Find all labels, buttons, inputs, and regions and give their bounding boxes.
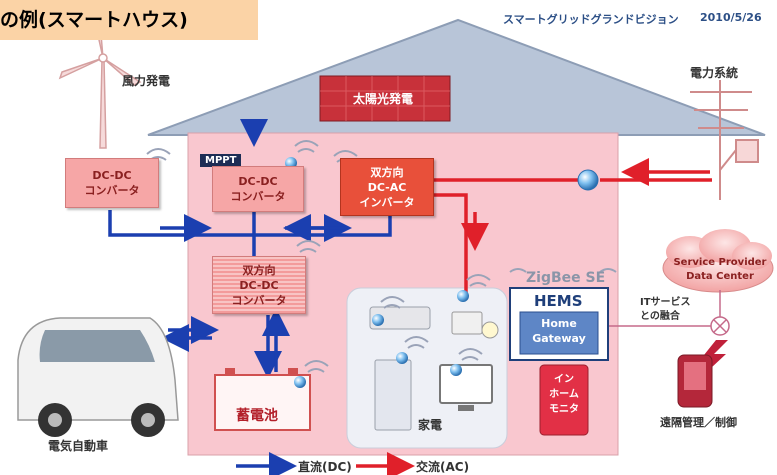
service-line2: Data Center [686, 271, 754, 282]
header-date: 2010/5/26 [700, 11, 762, 24]
monitor-device [539, 364, 589, 436]
bidirectional-inverter: 双方向 DC-AC インバータ [340, 158, 434, 216]
dcdc-converter-solar: DC-DC コンバータ [212, 166, 304, 212]
remote-control-label: 遠隔管理／制御 [660, 416, 737, 429]
dcdc-converter-wind: DC-DC コンバータ [65, 158, 159, 208]
it-service-label: ITサービス との融合 [640, 296, 691, 324]
home-gateway [519, 311, 599, 355]
it-line2: との融合 [640, 311, 680, 322]
service-provider-label: Service Provider Data Center [668, 256, 772, 284]
battery-icon [214, 374, 311, 431]
light-bulb-icon [481, 321, 499, 339]
service-line1: Service Provider [673, 257, 767, 268]
dcdc-solar-line2: コンバータ [230, 190, 286, 203]
gateway-label: Home Gateway [520, 316, 598, 346]
it-line1: ITサービス [640, 297, 691, 308]
monitor-label: イン ホーム モニタ [540, 372, 588, 417]
refrigerator-icon [374, 359, 412, 431]
bidc-line2: DC-DC [239, 278, 279, 292]
solar-label: 太陽光発電 [353, 92, 414, 106]
solar-panel [319, 75, 451, 122]
dcdc-wind-line1: DC-DC [92, 169, 132, 182]
grid-connection-node [577, 169, 599, 191]
legend-dc-label: 直流(DC) [298, 460, 352, 474]
tv-icon [439, 364, 493, 404]
appliances-label: 家電 [418, 418, 443, 432]
electric-car-icon [17, 317, 179, 437]
wind-label: 風力発電 [122, 74, 171, 88]
dcdc-wind-line2: コンバータ [84, 184, 140, 197]
dcdc-solar-line1: DC-DC [238, 175, 278, 188]
bidc-line3: コンバータ [231, 293, 287, 307]
utility-pole-icon [690, 80, 759, 200]
hems-label: HEMS [534, 292, 583, 310]
battery-label: 蓄電池 [236, 408, 278, 424]
cloud-icon [662, 229, 774, 293]
monitor-line3: モニタ [549, 404, 579, 415]
zigbee-label: ZigBee SE [526, 270, 606, 286]
ev-label: 電気自動車 [48, 439, 109, 453]
mppt-tag: MPPT [200, 154, 242, 167]
inverter-line3: インバータ [359, 195, 415, 209]
grid-label: 電力系統 [690, 66, 739, 80]
bidc-line1: 双方向 [242, 263, 276, 277]
header-vision: スマートグリッドグランドビジョン [503, 13, 679, 26]
inverter-line1: 双方向 [370, 165, 404, 179]
gateway-line2: Gateway [532, 332, 586, 345]
gateway-line1: Home [541, 317, 577, 330]
monitor-line2: ホーム [549, 389, 579, 400]
bidirectional-dcdc-converter: 双方向 DC-DC コンバータ [212, 256, 306, 314]
legend-ac-label: 交流(AC) [416, 460, 470, 474]
page-title: の例(スマートハウス) [0, 0, 258, 40]
monitor-line1: イン [554, 374, 574, 385]
inverter-line2: DC-AC [367, 180, 407, 194]
